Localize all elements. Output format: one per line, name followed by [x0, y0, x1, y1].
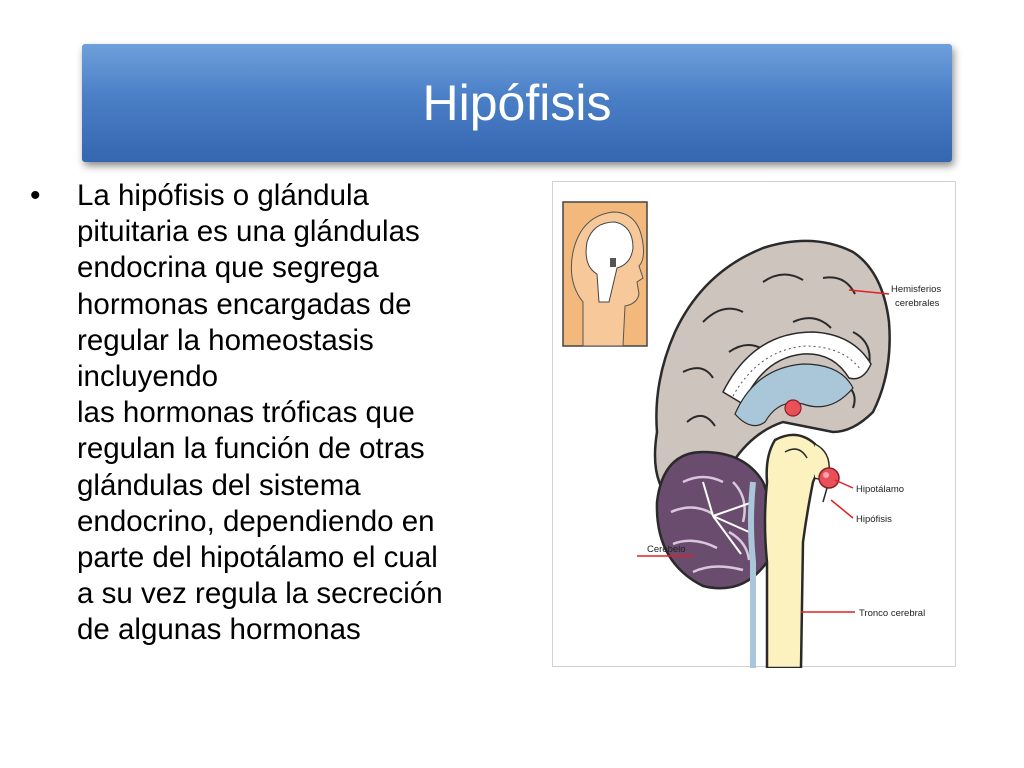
- bullet-paragraph: La hipófisis o glándula pituitaria es un…: [77, 179, 443, 647]
- hypothalamus-pituitary: [814, 443, 840, 503]
- title-banner: Hipófisis: [82, 44, 952, 162]
- brain-diagram-svg: Hemisferios cerebrales Hipotálamo Hipófi…: [562, 201, 941, 668]
- brainstem: [748, 433, 820, 668]
- label-tronco-cerebral: Tronco cerebral: [859, 608, 925, 619]
- head-inset-icon: [562, 201, 648, 347]
- label-cerebelo: Cerebelo: [647, 544, 686, 555]
- bullet-list: • La hipófisis o glándula pituitaria es …: [30, 178, 530, 649]
- brain-diagram: Hemisferios cerebrales Hipotálamo Hipófi…: [552, 181, 956, 668]
- leader-lines: [637, 289, 890, 613]
- label-hipotalamo: Hipotálamo: [856, 484, 904, 495]
- slide-title: Hipófisis: [422, 75, 612, 131]
- bullet-dot-icon: •: [30, 179, 41, 212]
- label-hemisferios-1: Hemisferios: [891, 284, 941, 295]
- cerebellum: [655, 450, 774, 590]
- cerebrum: [653, 239, 891, 504]
- label-hemisferios-2: cerebrales: [895, 298, 940, 309]
- bullet-item: • La hipófisis o glándula pituitaria es …: [30, 178, 530, 649]
- label-hipofisis: Hipófisis: [856, 514, 892, 525]
